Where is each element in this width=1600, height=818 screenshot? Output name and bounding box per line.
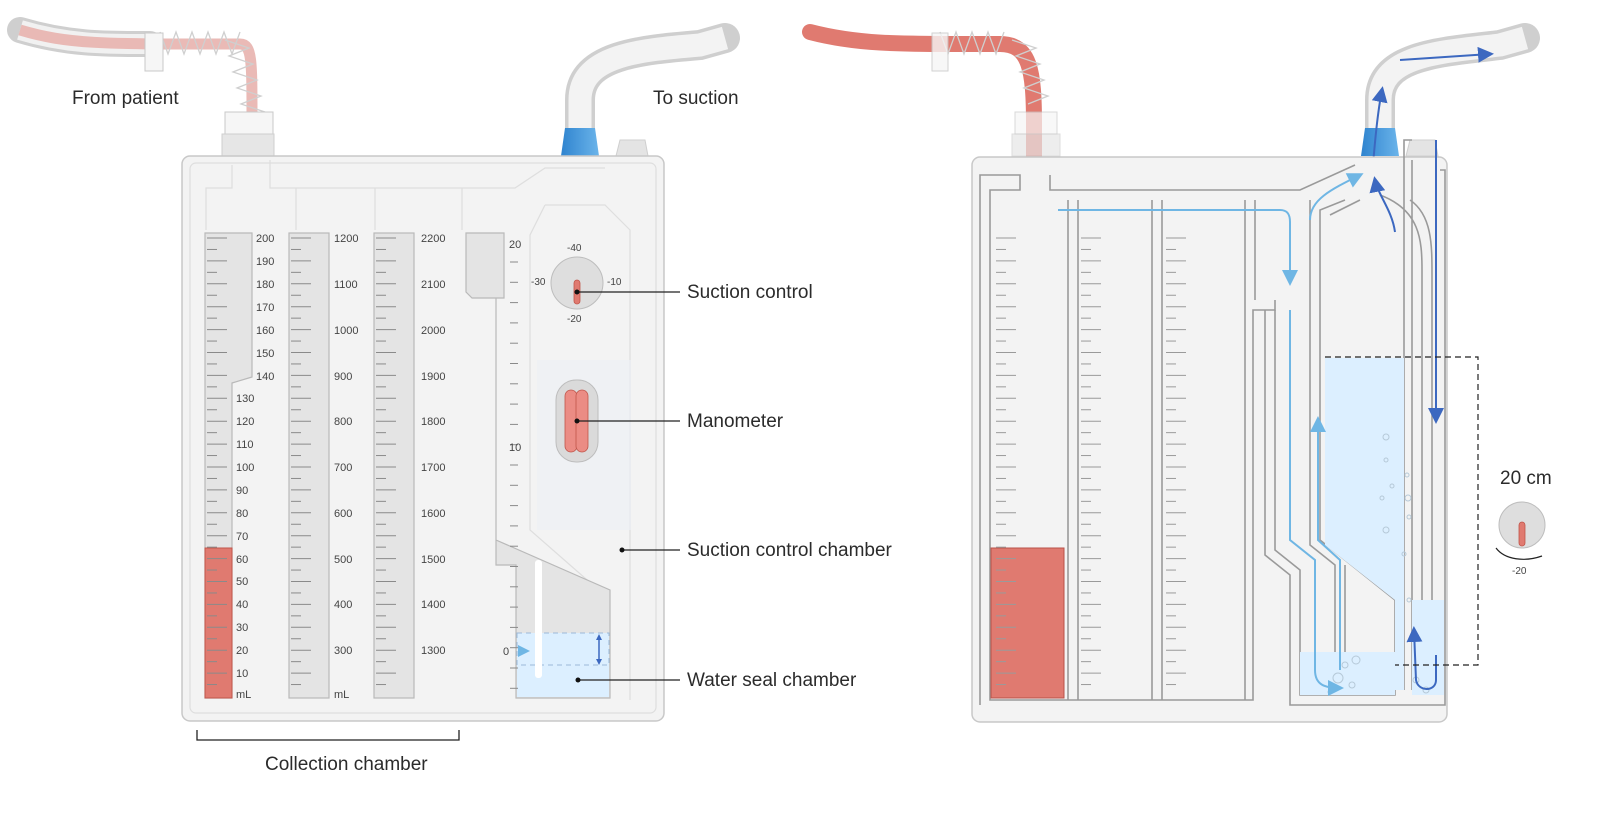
scale-label: 2200 bbox=[421, 233, 445, 245]
suction-control-label: Suction control bbox=[687, 282, 813, 303]
scale-label: 90 bbox=[236, 485, 248, 497]
scale-label: 1600 bbox=[421, 508, 445, 520]
scale-label: 120 bbox=[236, 416, 254, 428]
scale-unit: mL bbox=[236, 689, 251, 701]
scale-label: 40 bbox=[236, 599, 248, 611]
scale-label: 30 bbox=[236, 622, 248, 634]
scale-label: 130 bbox=[236, 393, 254, 405]
air-flow-arrows bbox=[1058, 140, 1444, 696]
scale-label: 140 bbox=[256, 371, 274, 383]
scale-label: 80 bbox=[236, 508, 248, 520]
right-drainage-unit bbox=[971, 156, 1448, 723]
water-seal-chamber: 20 10 0 bbox=[465, 232, 611, 699]
scale-label: 170 bbox=[256, 302, 274, 314]
scale-label: 110 bbox=[236, 439, 254, 451]
bubble bbox=[1389, 483, 1395, 489]
column-2-scale: 1200 1100 1000 900 800 700 600 500 400 3… bbox=[334, 233, 358, 701]
scale-label: 400 bbox=[334, 599, 352, 611]
bubble bbox=[1404, 494, 1412, 502]
to-suction-label: To suction bbox=[653, 88, 739, 109]
bubble bbox=[1379, 495, 1385, 501]
scale-label: 20 bbox=[236, 645, 248, 657]
water-seal-scale-label: 0 bbox=[503, 646, 509, 658]
manometer-label: Manometer bbox=[687, 411, 784, 432]
bubble bbox=[1406, 597, 1412, 603]
collection-column-2 bbox=[288, 232, 330, 699]
bubble bbox=[1383, 457, 1389, 463]
water-seal-scale-label: 20 bbox=[509, 239, 521, 251]
scale-label: 60 bbox=[236, 554, 248, 566]
dial-mark: -30 bbox=[531, 277, 546, 288]
water-seal-scale-label: 10 bbox=[509, 442, 521, 454]
collection-column-3 bbox=[373, 232, 415, 699]
manometer bbox=[537, 360, 631, 530]
scale-label: 150 bbox=[256, 348, 274, 360]
bubble bbox=[1341, 661, 1349, 669]
bubble bbox=[1422, 686, 1430, 694]
scale-label: 300 bbox=[334, 645, 352, 657]
bubble bbox=[1382, 526, 1390, 534]
bubble bbox=[1382, 433, 1390, 441]
collection-column-1 bbox=[204, 232, 253, 699]
scale-unit: mL bbox=[334, 689, 349, 701]
water-column-dimension: 20 cm -20 bbox=[1325, 356, 1552, 666]
column-3-scale: 2200 2100 2000 1900 1800 1700 1600 1500 … bbox=[421, 233, 445, 657]
suction-connector bbox=[561, 128, 599, 156]
scale-label: 1800 bbox=[421, 416, 445, 428]
water-column-label: 20 cm bbox=[1500, 468, 1552, 489]
scale-label: 500 bbox=[334, 554, 352, 566]
scale-label: 1500 bbox=[421, 554, 445, 566]
suction-tube-right bbox=[1361, 23, 1540, 166]
scale-label: 160 bbox=[256, 325, 274, 337]
scale-label: 900 bbox=[334, 371, 352, 383]
scale-label: 1200 bbox=[334, 233, 358, 245]
water-seal-chamber-label: Water seal chamber bbox=[687, 670, 857, 691]
collection-chamber-label: Collection chamber bbox=[265, 754, 428, 775]
bubble bbox=[1401, 551, 1407, 557]
bubble bbox=[1404, 472, 1410, 478]
dial-mark: -10 bbox=[607, 277, 622, 288]
suction-control-chamber-label: Suction control chamber bbox=[687, 540, 893, 561]
scale-label: 1000 bbox=[334, 325, 358, 337]
dial-mark: -40 bbox=[567, 243, 582, 254]
scale-label: 1300 bbox=[421, 645, 445, 657]
scale-label: 600 bbox=[334, 508, 352, 520]
scale-label: 2000 bbox=[421, 325, 445, 337]
dial-mark: -20 bbox=[567, 314, 582, 325]
dial-setting-label: -20 bbox=[1512, 566, 1527, 577]
scale-label: 1100 bbox=[334, 279, 358, 291]
scale-label: 190 bbox=[256, 256, 274, 268]
scale-label: 70 bbox=[236, 531, 248, 543]
left-diagram: From patient To suction 200 bbox=[7, 17, 893, 775]
scale-label: 180 bbox=[256, 279, 274, 291]
scale-label: 1400 bbox=[421, 599, 445, 611]
callouts: Suction control Manometer Suction contro… bbox=[196, 282, 893, 775]
column-1-scale: 200 190 180 170 160 150 140 130 120 110 … bbox=[236, 233, 274, 701]
right-diagram: 20 cm -20 bbox=[802, 23, 1552, 723]
scale-label: 100 bbox=[236, 462, 254, 474]
from-patient-label: From patient bbox=[72, 88, 179, 109]
bubble bbox=[1348, 681, 1356, 689]
scale-label: 700 bbox=[334, 462, 352, 474]
bubble bbox=[1406, 514, 1412, 520]
scale-label: 800 bbox=[334, 416, 352, 428]
scale-label: 50 bbox=[236, 576, 248, 588]
scale-label: 200 bbox=[256, 233, 274, 245]
patient-tube-with-fluid bbox=[802, 24, 1061, 270]
scale-label: 1900 bbox=[421, 371, 445, 383]
scale-label: 10 bbox=[236, 668, 248, 680]
patient-tube bbox=[7, 17, 275, 157]
bubble bbox=[1351, 655, 1361, 665]
suction-control-dial[interactable]: -40 -10 -20 -30 bbox=[531, 243, 622, 325]
scale-label: 2100 bbox=[421, 279, 445, 291]
suction-tube bbox=[561, 23, 740, 157]
scale-label: 1700 bbox=[421, 462, 445, 474]
